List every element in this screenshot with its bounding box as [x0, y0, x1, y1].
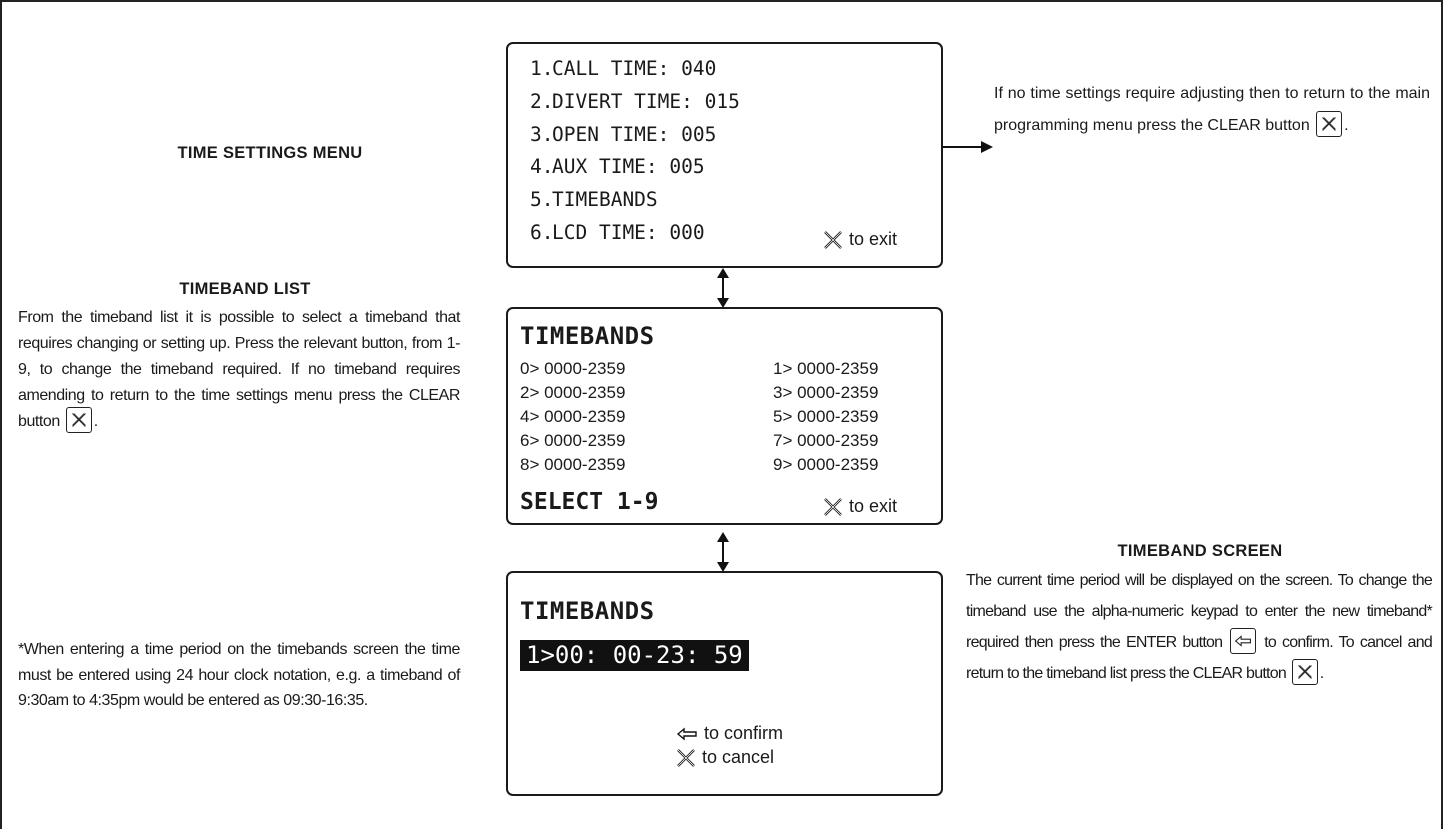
timeband-list-heading: TIMEBAND LIST: [179, 280, 311, 298]
note-text: *When entering a time period on the time…: [18, 641, 460, 709]
exit-instruction-text: If no time settings require adjusting th…: [994, 85, 1430, 134]
menu-item-lcd-time: 6.LCD TIME: 000: [530, 221, 705, 244]
menu-item-divert-time: 2.DIVERT TIME: 015: [530, 90, 740, 113]
timeband-entry-5: 5> 0000-2359: [773, 407, 879, 426]
timeband-screen-heading: TIMEBAND SCREEN: [1117, 542, 1283, 560]
clear-x-icon: [677, 748, 695, 767]
timeband-screen-text-1: The current time period will be displaye…: [966, 572, 1433, 651]
timeband-entry-1: 1> 0000-2359: [773, 359, 879, 378]
timeband-entry-0: 0> 0000-2359: [520, 359, 626, 378]
period: .: [1344, 117, 1349, 134]
menu-item-open-time: 3.OPEN TIME: 005: [530, 123, 717, 146]
enter-arrow-icon: [676, 727, 697, 740]
double-arrow-icon: [717, 532, 729, 572]
clear-x-icon: [824, 230, 842, 249]
timeband-screen-description: The current time period will be displaye…: [966, 565, 1433, 689]
timeband-entry-4: 4> 0000-2359: [520, 407, 626, 426]
exit-instruction: If no time settings require adjusting th…: [994, 78, 1430, 142]
timeband-screen-text-2: to confirm. To cancel and return to the …: [966, 634, 1433, 682]
timeband-list-text: From the timeband list it is possible to…: [18, 309, 460, 431]
timeband-list-title: TIMEBANDS: [520, 322, 655, 350]
time-settings-menu-screen: 1.CALL TIME: 040 2.DIVERT TIME: 015 3.OP…: [506, 42, 943, 268]
menu-exit-hint: to exit: [823, 229, 897, 250]
timeband-edit-title: TIMEBANDS: [520, 597, 655, 625]
timeband-entry-6: 6> 0000-2359: [520, 431, 626, 450]
select-prompt: SELECT 1-9: [520, 489, 659, 515]
timeband-entry-7: 7> 0000-2359: [773, 431, 879, 450]
timeband-entry-3: 3> 0000-2359: [773, 383, 879, 402]
double-arrow-icon: [717, 268, 729, 308]
menu-item-aux-time: 4.AUX TIME: 005: [530, 155, 705, 178]
menu-item-call-time: 1.CALL TIME: 040: [530, 57, 717, 80]
timeband-entry-2: 2> 0000-2359: [520, 383, 626, 402]
timeband-list-description: From the timeband list it is possible to…: [18, 305, 460, 435]
time-settings-heading: TIME SETTINGS MENU: [177, 144, 363, 162]
cancel-hint: to cancel: [676, 747, 774, 768]
clear-button-icon: [1316, 110, 1343, 137]
confirm-hint: to confirm: [676, 723, 783, 744]
timeband-entry-8: 8> 0000-2359: [520, 455, 626, 474]
enter-button-icon: [1230, 627, 1257, 654]
list-exit-hint: to exit: [823, 496, 897, 517]
timeband-edit-value: 1>00: 00-23: 59: [520, 640, 749, 671]
timeband-entry-9: 9> 0000-2359: [773, 455, 879, 474]
clear-button-icon: [65, 407, 92, 433]
timeband-edit-screen: TIMEBANDS 1>00: 00-23: 59 to confirm to …: [506, 571, 943, 796]
menu-item-timebands: 5.TIMEBANDS: [530, 188, 658, 211]
arrow-right-icon: [943, 141, 993, 153]
period: .: [1319, 665, 1324, 682]
timeband-list-screen: TIMEBANDS 0> 0000-2359 1> 0000-2359 2> 0…: [506, 307, 943, 525]
clear-button-icon: [1291, 658, 1318, 685]
clear-x-icon: [824, 497, 842, 516]
period: .: [93, 413, 98, 431]
